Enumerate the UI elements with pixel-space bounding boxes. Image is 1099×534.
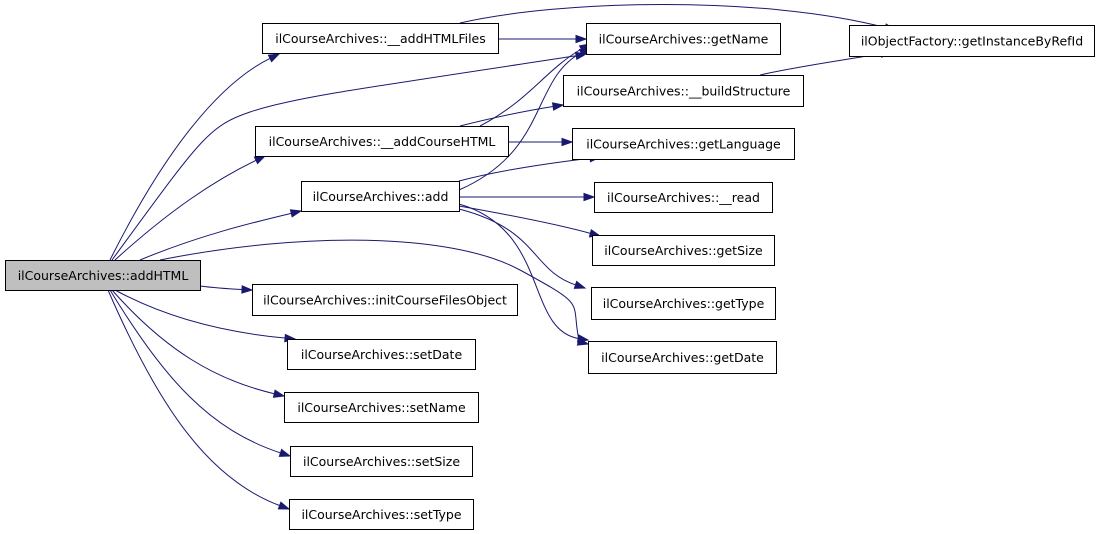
edge-addHTMLFiles-to-getName <box>497 34 588 44</box>
node-label: ilCourseArchives::setDate <box>301 347 463 362</box>
node-box[interactable] <box>586 23 781 55</box>
edge-line <box>458 208 577 286</box>
arrowhead-icon <box>551 102 565 111</box>
node-setName[interactable]: ilCourseArchives::setName <box>284 392 479 423</box>
node-initCourseFilesObject[interactable]: ilCourseArchives::initCourseFilesObject <box>252 284 518 316</box>
node-addHTMLFiles[interactable]: ilCourseArchives::__addHTMLFiles <box>262 23 499 54</box>
edge-add-to-getDate <box>458 203 590 343</box>
edge-line <box>458 205 592 235</box>
node-label: ilCourseArchives::__buildStructure <box>577 84 791 99</box>
arrowhead-icon <box>575 34 588 44</box>
node-box[interactable] <box>262 23 499 54</box>
node-label: ilCourseArchives::addHTML <box>18 268 189 283</box>
edge-line <box>459 4 887 29</box>
node-getName[interactable]: ilCourseArchives::getName <box>586 23 781 55</box>
edge-add-to-getName <box>458 47 592 191</box>
edge-addHTML-to-addHTMLFiles <box>109 53 281 261</box>
node-getInstanceByRefId[interactable]: ilObjectFactory::getInstanceByRefId <box>849 25 1095 57</box>
arrowhead-icon <box>561 137 574 147</box>
node-label: ilCourseArchives::getSize <box>604 243 763 258</box>
node-getDate[interactable]: ilCourseArchives::getDate <box>588 341 777 374</box>
arrowhead-icon <box>289 209 303 218</box>
edge-line <box>107 289 281 507</box>
edge-addHTML-to-initCourseFilesObject <box>199 285 254 294</box>
edge-add-to-read <box>459 192 596 202</box>
node-box[interactable] <box>255 126 509 157</box>
node-label: ilCourseArchives::getLanguage <box>586 137 781 152</box>
node-box[interactable] <box>572 128 795 160</box>
arrowhead-icon <box>241 285 254 294</box>
edge-line <box>458 51 583 191</box>
node-box[interactable] <box>594 182 773 213</box>
node-box[interactable] <box>252 284 518 316</box>
arrowhead-icon <box>253 155 267 165</box>
node-read[interactable]: ilCourseArchives::__read <box>594 182 773 213</box>
node-getType[interactable]: ilCourseArchives::getType <box>591 287 776 320</box>
node-box[interactable] <box>592 235 775 266</box>
node-box[interactable] <box>849 25 1095 57</box>
node-buildStructure[interactable]: ilCourseArchives::__buildStructure <box>563 75 804 107</box>
call-graph-nodes: ilCourseArchives::addHTMLilCourseArchive… <box>5 23 1095 530</box>
node-box[interactable] <box>284 392 479 423</box>
node-box[interactable] <box>289 499 474 530</box>
node-label: ilCourseArchives::__addCourseHTML <box>269 134 496 149</box>
edge-line <box>458 157 592 182</box>
edge-addHTML-to-setSize <box>109 289 292 457</box>
node-setType[interactable]: ilCourseArchives::setType <box>289 499 474 530</box>
edge-add-to-getType <box>458 208 587 289</box>
arrowhead-icon <box>573 280 587 289</box>
arrowhead-icon <box>267 53 281 63</box>
edge-line <box>159 239 580 342</box>
edge-addHTML-to-add <box>139 209 303 261</box>
edge-addHTML-to-setName <box>111 289 286 398</box>
node-label: ilCourseArchives::initCourseFilesObject <box>263 293 507 308</box>
edge-line <box>139 212 293 261</box>
node-label: ilCourseArchives::getName <box>599 32 769 47</box>
edge-addCourseHTML-to-buildStructure <box>459 102 565 127</box>
arrowhead-icon <box>278 448 292 457</box>
edge-line <box>459 105 555 127</box>
node-setSize[interactable]: ilCourseArchives::setSize <box>290 446 473 477</box>
node-box[interactable] <box>563 75 804 107</box>
node-label: ilCourseArchives::getDate <box>601 350 764 365</box>
edge-line <box>111 289 276 395</box>
node-box[interactable] <box>5 260 201 291</box>
edge-line <box>199 285 244 291</box>
edge-line <box>109 57 272 261</box>
arrowhead-icon <box>583 192 596 202</box>
node-box[interactable] <box>287 339 476 370</box>
node-label: ilObjectFactory::getInstanceByRefId <box>861 34 1083 49</box>
edge-line <box>114 159 258 261</box>
node-box[interactable] <box>301 181 460 212</box>
arrowhead-icon <box>272 389 286 398</box>
node-label: ilCourseArchives::setName <box>297 400 466 415</box>
node-label: ilCourseArchives::__read <box>607 190 760 205</box>
node-addHTML[interactable]: ilCourseArchives::addHTML <box>5 260 201 291</box>
node-box[interactable] <box>290 446 473 477</box>
arrowhead-icon <box>576 334 590 343</box>
node-label: ilCourseArchives::setSize <box>303 454 460 469</box>
node-box[interactable] <box>588 341 777 374</box>
edge-addCourseHTML-to-getLanguage <box>508 137 574 147</box>
node-box[interactable] <box>591 287 776 320</box>
node-label: ilCourseArchives::setType <box>301 507 461 522</box>
node-label: ilCourseArchives::getType <box>603 296 765 311</box>
edge-line <box>458 203 580 340</box>
node-label: ilCourseArchives::__addHTMLFiles <box>275 31 486 46</box>
edge-line <box>111 55 578 261</box>
node-addCourseHTML[interactable]: ilCourseArchives::__addCourseHTML <box>255 126 509 157</box>
arrowhead-icon <box>277 501 291 510</box>
edge-line <box>109 289 282 454</box>
edge-add-to-getSize <box>458 205 602 238</box>
edge-addHTML-to-setType <box>107 289 291 510</box>
node-label: ilCourseArchives::add <box>313 189 449 204</box>
node-getSize[interactable]: ilCourseArchives::getSize <box>592 235 775 266</box>
node-add[interactable]: ilCourseArchives::add <box>301 181 460 212</box>
edge-line <box>114 289 287 339</box>
node-getLanguage[interactable]: ilCourseArchives::getLanguage <box>572 128 795 160</box>
node-setDate[interactable]: ilCourseArchives::setDate <box>287 339 476 370</box>
